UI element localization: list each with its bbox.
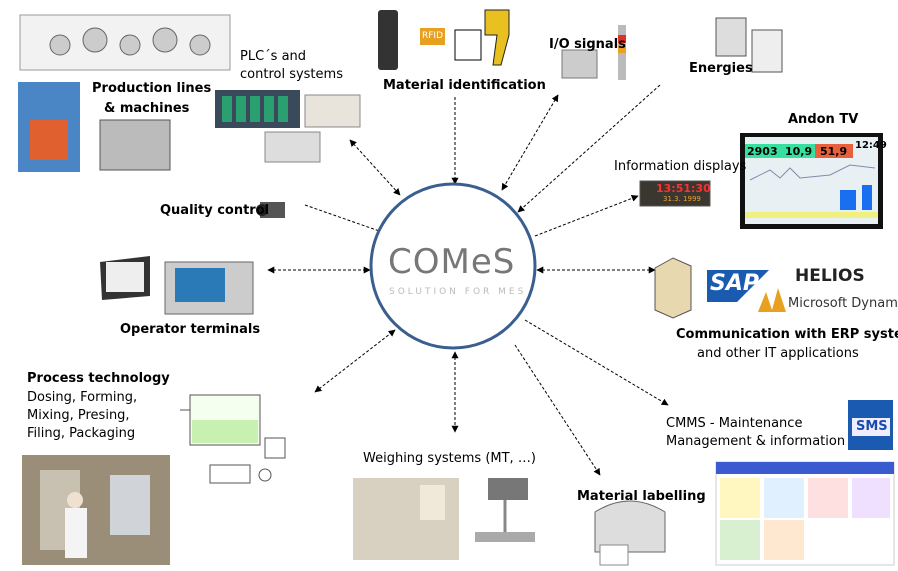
info-display-time: 13:51:30: [656, 182, 711, 195]
arrow-cmms: [524, 319, 669, 406]
weighing-image: [353, 478, 535, 560]
operator-label: Operator terminals: [120, 322, 261, 337]
sms-logo: [848, 400, 893, 450]
plc-image: [215, 90, 361, 163]
io-image: [561, 25, 626, 80]
info-displays-label: Information displays: [614, 159, 747, 174]
process-diagram-image: [180, 394, 286, 484]
andon-value-3: 51,9: [820, 145, 848, 158]
operator-terminal-image: [100, 256, 254, 315]
rfid-tag: RFID: [420, 28, 446, 45]
arrow-info-displays: [534, 195, 639, 237]
production-label-1: Production lines: [92, 81, 212, 96]
camera-image: [256, 202, 285, 218]
cmms-app-screenshot: [715, 461, 895, 566]
arrow-process: [314, 329, 396, 393]
arrow-labelling: [514, 344, 601, 476]
quality-label: Quality control: [160, 203, 270, 218]
erp-label-1: Communication with ERP systems: [676, 327, 898, 342]
scanner-image: [378, 9, 510, 70]
arrow-quality: [304, 204, 386, 235]
cmms-label-2: Management & information: [666, 434, 846, 449]
process-photo: [22, 455, 170, 565]
info-display-date: 31.3. 1999: [663, 195, 701, 203]
material-id-label: Material identification: [383, 78, 546, 93]
ms-dynamics-logo: [758, 288, 786, 312]
andon-time: 12:49: [855, 140, 887, 151]
sap-text: SAP: [710, 271, 759, 296]
center-circle: [369, 182, 537, 350]
server-image: [654, 257, 692, 319]
weighing-label: Weighing systems (MT, …): [363, 451, 536, 466]
process-line-3: Filing, Packaging: [27, 426, 136, 441]
production-line-image: [18, 14, 231, 172]
process-line-1: Dosing, Forming,: [27, 390, 138, 405]
production-label-2: & machines: [104, 101, 190, 116]
process-title: Process technology: [27, 371, 170, 386]
sms-text: SMS: [856, 419, 888, 434]
erp-label-2: and other IT applications: [697, 346, 859, 361]
arrow-io: [501, 94, 559, 191]
helios-text: HELIOS: [795, 266, 865, 286]
comes-logo: COMeS: [388, 242, 516, 282]
comes-tagline: SOLUTION FOR MES: [389, 287, 527, 297]
arrow-energies: [517, 84, 661, 213]
andon-tv-image: [740, 133, 883, 229]
plc-label-1: PLC´s and: [240, 49, 307, 64]
io-label: I/O signals: [549, 37, 626, 52]
labelling-label: Material labelling: [577, 489, 706, 504]
andon-value-1: 2903: [747, 145, 778, 158]
arrow-plc: [349, 139, 401, 196]
process-line-2: Mixing, Presing,: [27, 408, 130, 423]
label-printer-image: [594, 500, 666, 566]
andon-label: Andon TV: [788, 112, 859, 127]
plc-label-2: control systems: [240, 67, 343, 82]
ms-dynamics-text: Microsoft Dynamics: [788, 296, 898, 311]
info-display-image: [639, 180, 711, 207]
sap-logo: [707, 270, 769, 302]
energy-meter-image: [715, 17, 783, 73]
energies-label: Energies: [689, 61, 753, 76]
cmms-label-1: CMMS - Maintenance: [666, 416, 803, 431]
andon-value-2: 10,9: [785, 145, 813, 158]
